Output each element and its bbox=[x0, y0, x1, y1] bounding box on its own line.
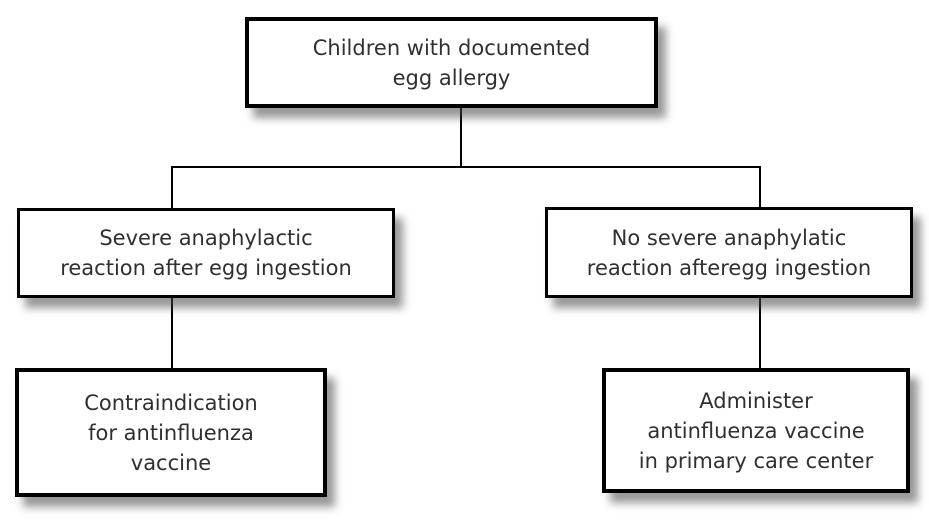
node-contra-line-2: for antinfluenza bbox=[88, 420, 254, 445]
flowchart-node-contraindication: Contraindication for antinfluenza vaccin… bbox=[15, 368, 327, 497]
node-admin-line-1: Administer bbox=[699, 388, 813, 413]
connector-nosevere-to-administer bbox=[759, 298, 761, 368]
node-nosevere-line-2: reaction afteregg ingestion bbox=[586, 255, 872, 280]
node-admin-line-3: in primary care center bbox=[638, 448, 874, 473]
flowchart-node-root: Children with documented egg allergy bbox=[245, 17, 658, 108]
node-severe-line-2: reaction after egg ingestion bbox=[60, 256, 352, 280]
flowchart-node-no-severe-reaction: No severe anaphylatic reaction afteregg … bbox=[545, 207, 913, 298]
connector-left-branch-drop bbox=[171, 166, 173, 208]
node-admin-line-2: antinfluenza vaccine bbox=[647, 418, 865, 443]
node-root-line-1: Children with documented bbox=[312, 35, 591, 60]
connector-root-stem bbox=[460, 108, 462, 167]
node-contra-line-1: Contraindication bbox=[84, 390, 258, 415]
connector-severe-to-contraindication bbox=[171, 298, 173, 368]
flowchart-node-administer-vaccine: Administer antinfluenza vaccine in prima… bbox=[602, 368, 910, 493]
node-root-line-2: egg allergy bbox=[392, 65, 511, 90]
connector-branch-bar bbox=[171, 166, 761, 168]
node-nosevere-line-1: No severe anaphylatic bbox=[611, 225, 847, 250]
node-contra-line-3: vaccine bbox=[130, 450, 212, 475]
connector-right-branch-drop bbox=[759, 166, 761, 208]
flowchart-node-severe-reaction: Severe anaphylactic reaction after egg i… bbox=[17, 208, 395, 298]
node-severe-line-1: Severe anaphylactic bbox=[99, 226, 313, 250]
